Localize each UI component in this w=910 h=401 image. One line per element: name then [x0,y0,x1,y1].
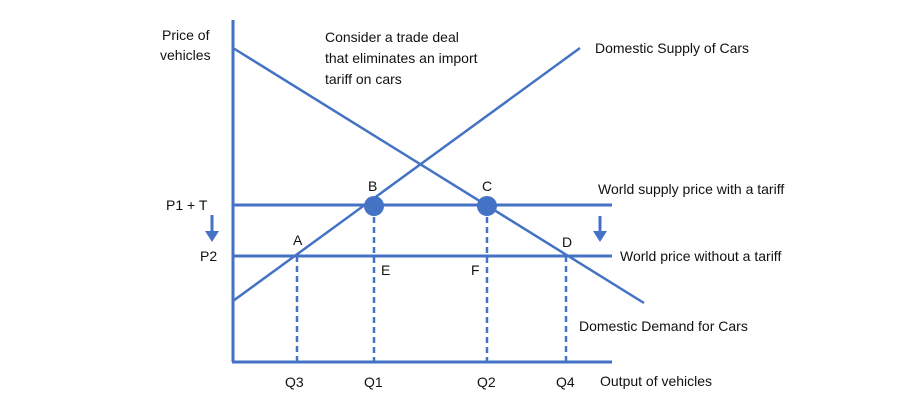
demand-curve-label: Domestic Demand for Cars [579,318,748,334]
arrow-down-icon [205,215,219,242]
quantity-label-q1: Q1 [364,374,383,390]
point-b-marker [364,196,384,216]
y-axis-title-line2: vehicles [160,47,211,63]
annotation-line1: Consider a trade deal [325,29,459,45]
annotation-line2: that eliminates an import [325,50,478,66]
point-e-label: E [381,262,390,278]
quantity-label-q4: Q4 [556,374,575,390]
arrow-down-icon [593,216,607,242]
y-axis-title-line1: Price of [162,27,210,43]
world-free-label: World price without a tariff [620,248,781,264]
world-tariff-label: World supply price with a tariff [598,181,784,197]
point-b-label: B [368,178,377,194]
annotation-line3: tariff on cars [325,71,402,87]
supply-curve-label: Domestic Supply of Cars [595,40,749,56]
point-f-label: F [471,262,480,278]
quantity-label-q2: Q2 [477,374,496,390]
point-a-label: A [293,232,303,248]
point-c-label: C [482,178,492,194]
point-d-label: D [562,234,572,250]
point-c-marker [477,196,497,216]
quantity-label-q3: Q3 [285,374,304,390]
domestic-demand-curve [232,46,645,305]
domestic-supply-curve [232,46,581,303]
price-label-p2: P2 [200,248,217,264]
price-label-p1t: P1 + T [166,197,208,213]
x-axis-title: Output of vehicles [600,373,712,389]
